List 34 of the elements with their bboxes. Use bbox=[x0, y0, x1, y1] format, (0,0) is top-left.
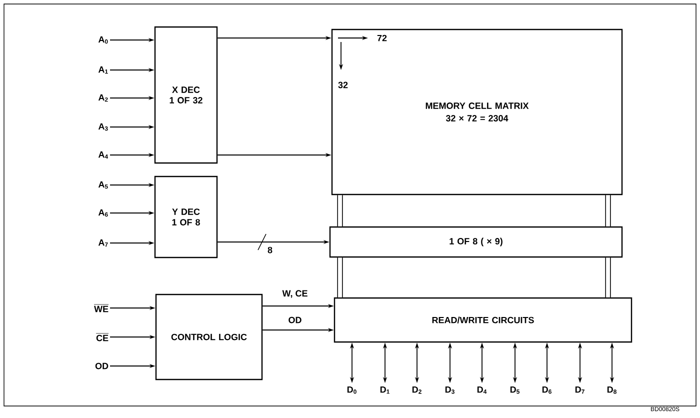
signal-label: A$_{1}$ bbox=[98, 66, 108, 74]
signal-label: $\overline{\textbf{WE}}$ bbox=[94, 304, 109, 312]
control-logic-box: CONTROL LOGIC bbox=[155, 294, 263, 380]
data-pin-label: D$_{7}$ bbox=[575, 386, 584, 394]
signal-label: A$_{3}$ bbox=[98, 123, 108, 131]
signal-label: $\overline{\textbf{CE}}$ bbox=[96, 333, 109, 342]
bus-line bbox=[337, 258, 343, 298]
data-pin-label: D$_{2}$ bbox=[412, 386, 422, 394]
signal-label: A$_{5}$ bbox=[98, 181, 108, 189]
dimension-label: 32 bbox=[338, 82, 348, 88]
data-pin-label: D$_{1}$ bbox=[380, 386, 390, 394]
data-pin-label: D$_{0}$ bbox=[347, 386, 356, 394]
edge-label: 8 bbox=[268, 246, 272, 254]
signal-label: A$_{0}$ bbox=[98, 36, 108, 44]
signal-label: OD bbox=[95, 362, 108, 370]
data-pin-label: D$_{8}$ bbox=[607, 386, 616, 394]
signal-label: A$_{7}$ bbox=[98, 239, 108, 247]
decoder-box: Y DEC 1 OF 8 bbox=[154, 176, 218, 258]
edge-label: OD bbox=[288, 316, 302, 324]
decoder-box: X DEC 1 OF 32 bbox=[154, 26, 218, 164]
multiplexer-box: 1 OF 8 ( × 9) bbox=[329, 226, 623, 258]
signal-label: A$_{6}$ bbox=[98, 209, 108, 217]
data-pin-label: D$_{3}$ bbox=[445, 386, 454, 394]
bus-line bbox=[605, 258, 611, 298]
data-pin-label: D$_{4}$ bbox=[477, 386, 487, 394]
read-write-box: READ/WRITE CIRCUITS bbox=[334, 297, 632, 343]
data-pin-label: D$_{5}$ bbox=[510, 386, 520, 394]
signal-label: A$_{4}$ bbox=[98, 151, 108, 159]
bus-line bbox=[337, 195, 343, 226]
bus-line bbox=[605, 195, 611, 226]
edge-label: W, CE bbox=[282, 290, 308, 298]
data-pin-label: D$_{6}$ bbox=[542, 386, 552, 394]
dimension-label: 72 bbox=[377, 34, 387, 42]
signal-label: A$_{2}$ bbox=[98, 94, 108, 102]
